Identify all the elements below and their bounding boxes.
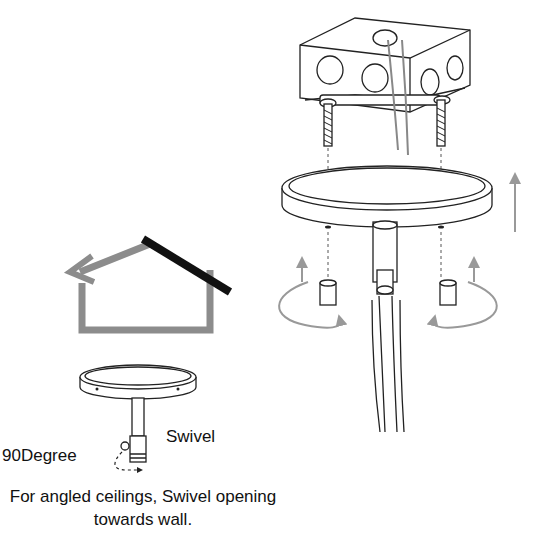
note-text: For angled ceilings, Swivel opening towa… [8,486,278,532]
rotation-arrow [279,178,515,328]
rotation-arrow [115,452,140,470]
junction-box [300,18,470,155]
swivel-rod [372,221,404,432]
part-label: Swivel [166,426,256,449]
house-icon [70,239,230,330]
part-label: 90Degree [2,445,112,468]
small-canopy [80,365,196,462]
canopy [282,166,492,227]
canopy-nut [320,280,456,305]
mounting-screw [324,100,445,146]
